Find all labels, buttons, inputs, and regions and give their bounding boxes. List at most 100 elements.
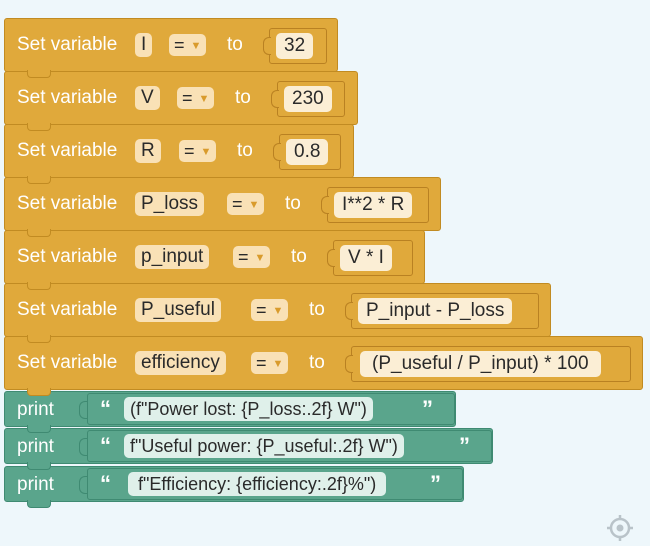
value-text[interactable]: (P_useful / P_input) * 100 (360, 351, 601, 377)
operator-dropdown[interactable]: =▼ (179, 140, 217, 162)
set-variable-block-v[interactable]: Set variable V =▼ to 230 (4, 71, 358, 131)
value-text[interactable]: I**2 * R (334, 192, 413, 218)
set-variable-label: Set variable (17, 87, 118, 108)
dropdown-arrow-icon: ▼ (254, 252, 266, 264)
to-label: to (285, 193, 301, 214)
dropdown-arrow-icon: ▼ (272, 305, 284, 317)
close-quote-icon: ” (422, 396, 433, 421)
connector-tab (321, 196, 329, 214)
dropdown-arrow-icon: ▼ (272, 358, 284, 370)
operator-dropdown[interactable]: =▼ (251, 299, 289, 321)
value-block[interactable]: (P_useful / P_input) * 100 (345, 346, 631, 382)
connector-tab (327, 249, 335, 267)
open-quote-icon: “ (100, 396, 111, 421)
set-variable-block-i[interactable]: Set variable I =▼ to 32 (4, 18, 338, 78)
close-quote-icon: ” (459, 433, 470, 458)
text-block[interactable]: “ f"Efficiency: {efficiency:.2f}%") ” (87, 468, 463, 500)
block-notch (27, 335, 51, 343)
set-variable-label: Set variable (17, 193, 118, 214)
to-label: to (227, 34, 243, 55)
text-block[interactable]: “ (f"Power lost: {P_loss:.2f} W") ” (87, 393, 455, 425)
block-notch (27, 229, 51, 237)
set-variable-block-p-useful[interactable]: Set variable P_useful =▼ to P_input - P_… (4, 283, 551, 343)
print-block-efficiency[interactable]: print “ f"Efficiency: {efficiency:.2f}%"… (4, 466, 464, 508)
block-notch (27, 462, 51, 470)
string-value[interactable]: f"Efficiency: {efficiency:.2f}%") (128, 472, 387, 496)
to-label: to (235, 87, 251, 108)
value-block[interactable]: P_input - P_loss (345, 293, 539, 329)
operator-label: = (232, 194, 243, 214)
operator-dropdown[interactable]: =▼ (233, 246, 271, 268)
variable-name-pill[interactable]: P_useful (135, 298, 221, 322)
to-label: to (309, 352, 325, 373)
value-text[interactable]: V * I (340, 245, 392, 271)
set-variable-block-efficiency[interactable]: Set variable efficiency =▼ to (P_useful … (4, 336, 643, 396)
value-text[interactable]: 0.8 (286, 139, 329, 165)
crosshair-icon[interactable] (606, 514, 634, 542)
set-variable-label: Set variable (17, 34, 118, 55)
set-variable-block-r[interactable]: Set variable R =▼ to 0.8 (4, 124, 354, 184)
operator-label: = (256, 353, 267, 373)
to-label: to (237, 140, 253, 161)
block-notch (27, 70, 51, 78)
value-block[interactable]: V * I (327, 240, 413, 276)
operator-dropdown[interactable]: =▼ (227, 193, 265, 215)
text-block[interactable]: “ f"Useful power: {P_useful:.2f} W") ” (87, 430, 492, 462)
set-variable-label: Set variable (17, 299, 118, 320)
dropdown-arrow-icon: ▼ (200, 146, 212, 158)
print-label: print (17, 474, 54, 495)
operator-label: = (256, 300, 267, 320)
value-text[interactable]: 230 (284, 86, 332, 112)
operator-dropdown[interactable]: =▼ (251, 352, 289, 374)
operator-label: = (184, 141, 195, 161)
set-variable-label: Set variable (17, 140, 118, 161)
operator-label: = (182, 88, 193, 108)
open-quote-icon: “ (100, 471, 111, 496)
variable-name-pill[interactable]: I (135, 33, 153, 57)
connector-tab (273, 143, 281, 161)
value-text[interactable]: 32 (276, 33, 314, 59)
dropdown-arrow-icon: ▼ (190, 40, 202, 52)
value-text[interactable]: P_input - P_loss (358, 298, 513, 324)
set-variable-block-p-input[interactable]: Set variable p_input =▼ to V * I (4, 230, 425, 290)
value-block[interactable]: 32 (263, 28, 327, 64)
value-block[interactable]: 0.8 (273, 134, 341, 170)
connector-tab (263, 37, 271, 55)
print-block-power-lost[interactable]: print “ (f"Power lost: {P_loss:.2f} W") … (4, 391, 456, 433)
connector-tab (271, 90, 279, 108)
connector-tab (79, 476, 87, 494)
set-variable-block-p-loss[interactable]: Set variable P_loss =▼ to I**2 * R (4, 177, 441, 237)
connector-tab (345, 355, 353, 373)
set-variable-label: Set variable (17, 352, 118, 373)
block-notch (27, 176, 51, 184)
print-block-useful-power[interactable]: print “ f"Useful power: {P_useful:.2f} W… (4, 428, 493, 470)
print-label: print (17, 399, 54, 420)
variable-name-pill[interactable]: P_loss (135, 192, 205, 216)
close-quote-icon: ” (430, 471, 441, 496)
block-notch (27, 388, 51, 396)
operator-dropdown[interactable]: =▼ (177, 87, 215, 109)
block-notch (27, 500, 51, 508)
block-notch (27, 282, 51, 290)
variable-name-pill[interactable]: R (135, 139, 161, 163)
connector-tab (79, 401, 87, 419)
variable-name-pill[interactable]: V (135, 86, 160, 110)
connector-tab (79, 438, 87, 456)
to-label: to (309, 299, 325, 320)
value-block[interactable]: 230 (271, 81, 345, 117)
string-value[interactable]: (f"Power lost: {P_loss:.2f} W") (124, 397, 373, 421)
print-label: print (17, 436, 54, 457)
set-variable-label: Set variable (17, 246, 118, 267)
dropdown-arrow-icon: ▼ (198, 93, 210, 105)
dropdown-arrow-icon: ▼ (248, 199, 260, 211)
block-notch (27, 123, 51, 131)
operator-label: = (174, 35, 185, 55)
operator-dropdown[interactable]: =▼ (169, 34, 207, 56)
value-block[interactable]: I**2 * R (321, 187, 429, 223)
to-label: to (291, 246, 307, 267)
string-value[interactable]: f"Useful power: {P_useful:.2f} W") (124, 434, 404, 458)
open-quote-icon: “ (100, 433, 111, 458)
variable-name-pill[interactable]: efficiency (135, 351, 226, 375)
variable-name-pill[interactable]: p_input (135, 245, 210, 269)
